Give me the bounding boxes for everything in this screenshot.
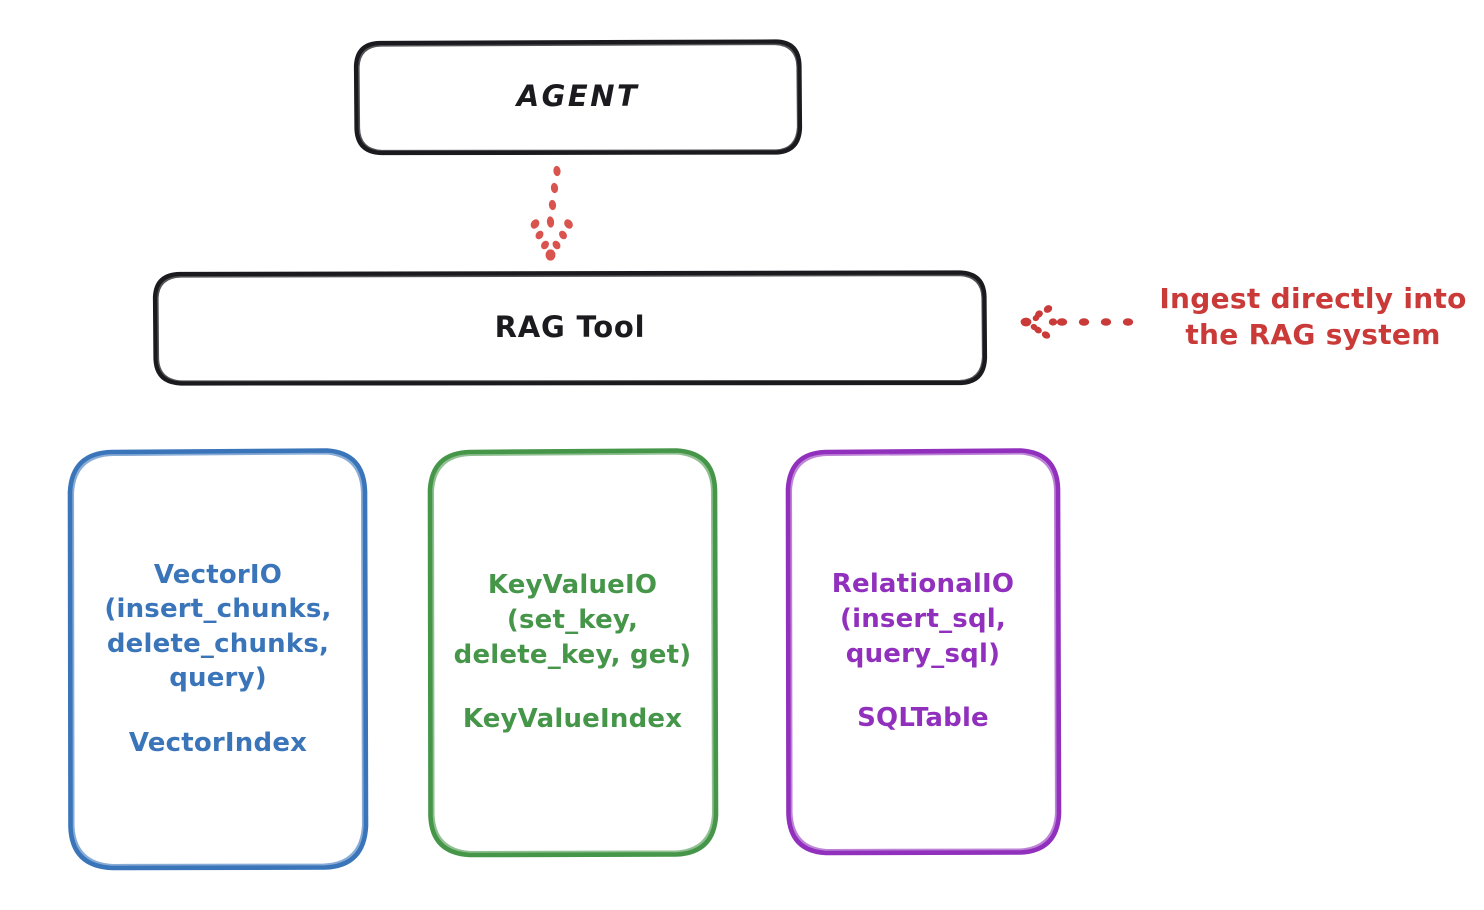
agent-node[interactable]: AGENT [356,41,800,153]
key-value-io-content: KeyValueIO (set_key, delete_key, get) Ke… [430,568,715,736]
vector-io-api-label: VectorIO (insert_chunks, delete_chunks, … [104,559,332,694]
relational-io-node[interactable]: RelationalIO (insert_sql, query_sql) SQL… [788,450,1058,853]
relational-io-content: RelationalIO (insert_sql, query_sql) SQL… [788,567,1058,735]
key-value-io-api-label: KeyValueIO (set_key, delete_key, get) [453,570,692,670]
key-value-io-index-label: KeyValueIndex [462,704,683,735]
vector-io-node[interactable]: VectorIO (insert_chunks, delete_chunks, … [70,450,366,868]
vector-io-index-label: VectorIndex [128,727,308,758]
rag-tool-node[interactable]: RAG Tool [155,272,985,383]
relational-io-api-label: RelationalIO (insert_sql, query_sql) [831,569,1015,669]
key-value-io-node[interactable]: KeyValueIO (set_key, delete_key, get) Ke… [430,450,715,855]
agent-to-rag-tool-arrow [530,165,573,261]
ingest-annotation-label: Ingest directly into the RAG system [1159,282,1467,351]
agent-label: AGENT [516,79,640,114]
relational-io-index-label: SQLTable [857,703,989,734]
ingest-arrow [1020,305,1134,339]
rag-tool-label: RAG Tool [494,309,646,344]
vector-io-content: VectorIO (insert_chunks, delete_chunks, … [70,558,366,761]
